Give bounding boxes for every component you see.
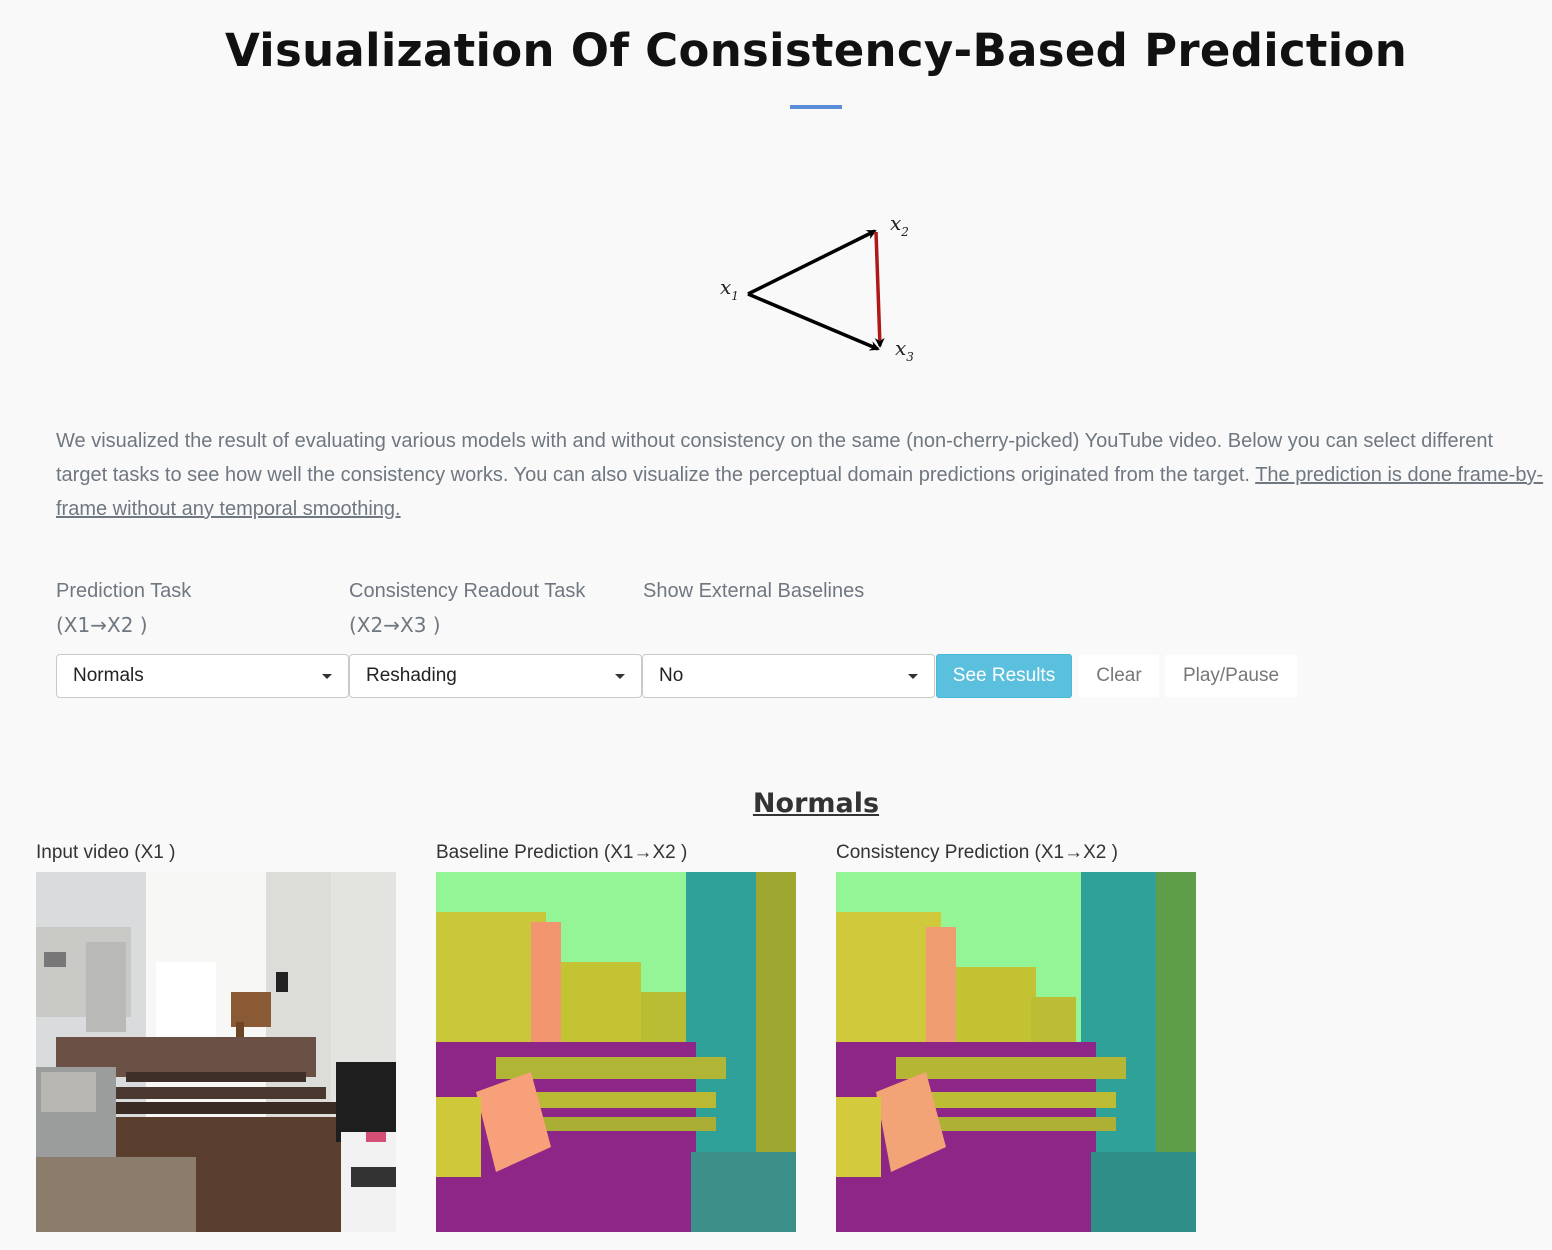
prediction-task-sub: (X1→X2 ) — [56, 613, 148, 637]
title-underline — [790, 105, 842, 109]
prediction-task-value: Normals — [73, 665, 144, 686]
intro-paragraph: We visualized the result of evaluating v… — [56, 424, 1546, 526]
input-video-label: Input video (X1 ) — [36, 842, 176, 863]
page-title: Visualization Of Consistency-Based Predi… — [224, 24, 1408, 77]
prediction-task-label: Prediction Task — [56, 580, 192, 602]
arrow-x1-to-x2 — [747, 229, 877, 296]
see-results-button[interactable]: See Results — [936, 654, 1072, 698]
readout-task-select[interactable]: Reshading — [349, 654, 642, 698]
play-pause-button[interactable]: Play/Pause — [1164, 654, 1298, 698]
baseline-prediction-frame[interactable] — [436, 872, 796, 1232]
readout-task-value: Reshading — [366, 665, 457, 686]
consistency-triangle-diagram: x1 x2 x3 — [720, 211, 914, 364]
baselines-value: No — [659, 665, 684, 686]
chevron-down-icon — [908, 674, 918, 679]
baseline-prediction-label: Baseline Prediction (X1→X2 ) — [436, 842, 688, 863]
consistency-prediction-label: Consistency Prediction (X1→X2 ) — [836, 842, 1118, 863]
intro-underlined-note: The prediction is done frame-by-frame wi… — [56, 464, 1544, 520]
arrow-x2-to-x3 — [874, 231, 885, 348]
intro-text: We visualized the result of evaluating v… — [56, 430, 1494, 486]
chevron-down-icon — [322, 674, 332, 679]
baselines-label: Show External Baselines — [643, 580, 865, 602]
results-section-title: Normals — [752, 788, 880, 819]
node-x2-label: x2 — [890, 211, 909, 239]
baselines-select[interactable]: No — [642, 654, 935, 698]
consistency-prediction-frame[interactable] — [836, 872, 1196, 1232]
readout-task-sub: (X2→X3 ) — [349, 613, 441, 637]
node-x1-label: x1 — [720, 275, 739, 303]
node-x3-label: x3 — [895, 336, 914, 364]
prediction-task-select[interactable]: Normals — [56, 654, 349, 698]
clear-button[interactable]: Clear — [1078, 654, 1160, 698]
input-video-frame[interactable] — [36, 872, 396, 1232]
arrow-x1-to-x3 — [747, 292, 880, 351]
readout-task-label: Consistency Readout Task — [349, 580, 586, 602]
chevron-down-icon — [615, 674, 625, 679]
